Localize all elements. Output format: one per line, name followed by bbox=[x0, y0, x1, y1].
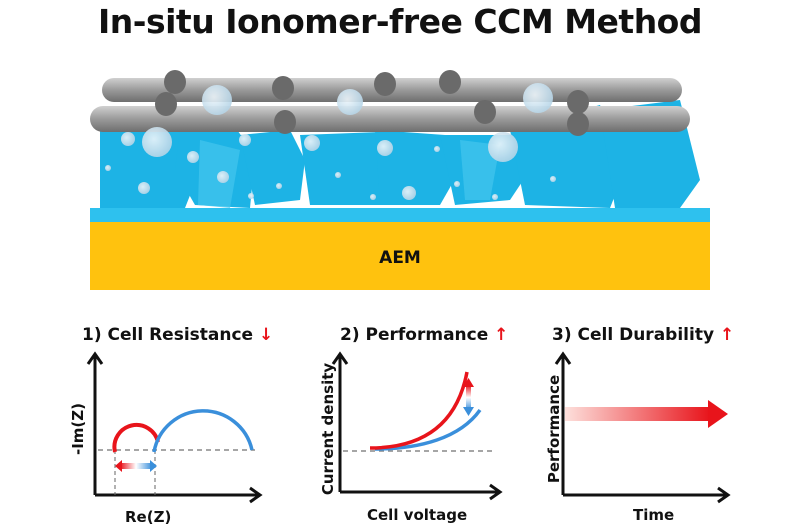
panel-3-title-text: 3) Cell Durability bbox=[552, 325, 715, 345]
panel-2-title: 2) Performance ↑ bbox=[340, 325, 508, 345]
panel-3-title: 3) Cell Durability ↑ bbox=[552, 325, 734, 345]
resistance-shift-arrow bbox=[120, 463, 152, 469]
carbon-fibers bbox=[90, 70, 690, 136]
panel-2-title-text: 2) Performance bbox=[340, 325, 489, 345]
y-axis-label: Current density bbox=[319, 362, 338, 496]
panel-1-title-text: 1) Cell Resistance bbox=[82, 325, 254, 345]
membrane-label: AEM bbox=[379, 248, 421, 268]
x-axis-arrow-icon bbox=[249, 486, 263, 504]
red-up-arrow-icon: ↑ bbox=[719, 325, 735, 345]
durability-arrow bbox=[565, 407, 710, 421]
baseline-arc bbox=[152, 409, 254, 453]
nyquist-plot bbox=[86, 351, 263, 504]
x-axis-label: Re(Z) bbox=[125, 508, 172, 526]
baseline-curve bbox=[374, 408, 482, 451]
panel-1-title: 1) Cell Resistance ↓ bbox=[82, 325, 273, 345]
y-axis-label: -Im(Z) bbox=[69, 402, 88, 456]
x-axis-arrow-icon bbox=[489, 483, 503, 501]
improved-curve bbox=[369, 371, 469, 450]
red-down-arrow-icon: ↓ bbox=[259, 325, 274, 345]
aem-membrane bbox=[90, 220, 710, 290]
ccm-illustration: AEM bbox=[90, 70, 710, 290]
red-up-arrow-icon: ↑ bbox=[494, 325, 509, 345]
y-axis-label: Performance bbox=[545, 374, 564, 484]
x-axis-label: Cell voltage bbox=[367, 506, 468, 524]
thin-ionomer-layer bbox=[90, 208, 710, 222]
x-axis-arrow-icon bbox=[717, 486, 731, 504]
improved-arc bbox=[112, 422, 160, 453]
polarization-plot bbox=[331, 351, 503, 501]
y-axis-arrow-icon bbox=[331, 351, 349, 365]
x-axis-label: Time bbox=[633, 506, 675, 524]
diagram-title: In-situ Ionomer-free CCM Method bbox=[98, 2, 702, 41]
y-axis-arrow-icon bbox=[554, 351, 572, 365]
y-axis-arrow-icon bbox=[86, 351, 104, 365]
gas-bubbles bbox=[105, 83, 556, 200]
performance-gain-arrow bbox=[466, 385, 471, 410]
durability-plot bbox=[554, 351, 731, 504]
